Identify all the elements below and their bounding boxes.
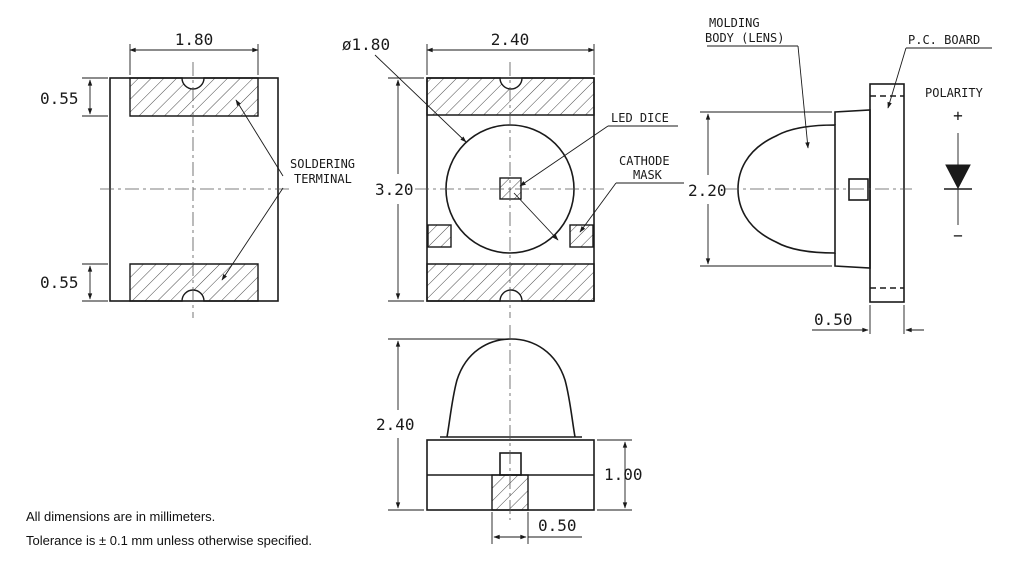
polarity-minus: − (953, 226, 963, 245)
front-lens-dome (446, 338, 576, 438)
cathode-leader (579, 182, 617, 233)
lens-diameter-label: ø1.80 (342, 35, 390, 54)
top-view-lower-terminal (426, 263, 595, 302)
body-width-label: 2.40 (491, 30, 530, 49)
pad-bottom-height-label: 0.55 (40, 273, 79, 292)
notes: All dimensions are in millimeters. Toler… (26, 509, 312, 548)
molding-label-line1: MOLDING (709, 16, 760, 30)
side-height-label: 2.20 (688, 181, 727, 200)
soldering-leader-top (235, 99, 284, 177)
dice-width-label: 0.50 (538, 516, 577, 535)
led-dice (499, 177, 522, 200)
tolerance-note: Tolerance is ± 0.1 mm unless otherwise s… (26, 533, 312, 548)
soldering-label-line1: SOLDERING (290, 157, 355, 171)
bottom-view: 1.80 0.55 0.55 SOLDERING TERMINAL (40, 30, 355, 318)
body-length-label: 3.20 (375, 180, 414, 199)
pc-board (869, 83, 905, 303)
top-view-outline (426, 77, 595, 302)
side-led-dice (848, 178, 869, 201)
pc-board-label: P.C. BOARD (908, 33, 980, 47)
side-view: 2.20 MOLDING BODY (LENS) P.C. BOARD 0.50… (688, 16, 992, 334)
top-solder-pad (129, 77, 259, 117)
bottom-solder-pad (129, 263, 259, 302)
soldering-leader-bottom (221, 187, 284, 281)
led-dice-label: LED DICE (611, 111, 669, 125)
front-view: 2.40 1.00 0.50 (376, 325, 643, 544)
board-thickness-label: 0.50 (814, 310, 853, 329)
diameter-leader-upper (374, 54, 467, 143)
led-dice-leader (519, 125, 609, 187)
pc-board-leader (887, 47, 907, 109)
cathode-label-line2: MASK (633, 168, 663, 182)
cathode-mask-right (569, 224, 594, 248)
bottom-view-outline (109, 77, 279, 302)
molding-label-line2: BODY (LENS) (705, 31, 784, 45)
cathode-mask-left (427, 224, 452, 248)
polarity-label: POLARITY (925, 86, 984, 100)
top-view: ø1.80 2.40 3.20 LED DICE CATHODE MASK (342, 30, 684, 318)
molding-leader (797, 45, 810, 149)
soldering-label-line2: TERMINAL (294, 172, 352, 186)
polarity-plus: + (953, 106, 963, 125)
front-height-label: 2.40 (376, 415, 415, 434)
units-note: All dimensions are in millimeters. (26, 509, 215, 524)
base-height-label: 1.00 (604, 465, 643, 484)
top-view-upper-terminal (426, 77, 595, 116)
cathode-label-line1: CATHODE (619, 154, 670, 168)
diode-symbol-icon (945, 164, 971, 190)
top-width-label: 1.80 (175, 30, 214, 49)
front-led-dice (499, 452, 522, 476)
pad-top-height-label: 0.55 (40, 89, 79, 108)
diameter-leader-lower (513, 192, 559, 241)
